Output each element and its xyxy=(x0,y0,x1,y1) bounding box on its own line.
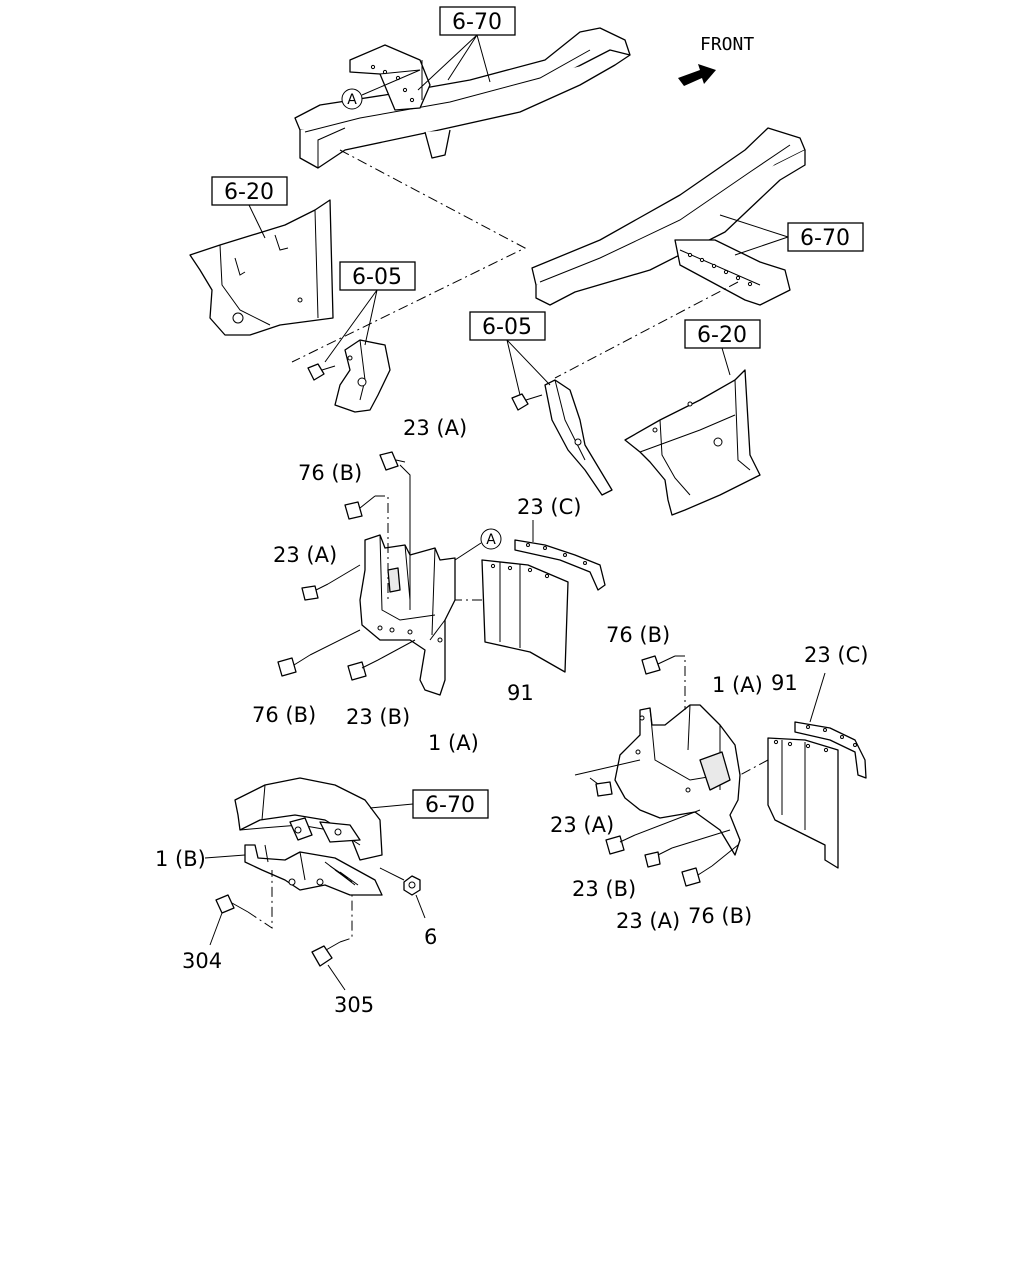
pin-23a-left xyxy=(301,583,329,601)
label-23a-bottom[interactable]: 23 (A) xyxy=(616,909,680,933)
ref-frame-right[interactable]: 6-70 xyxy=(787,222,864,252)
label-23b-right[interactable]: 23 (B) xyxy=(572,877,636,901)
arrow-right-icon xyxy=(678,64,716,86)
frame-rail-left xyxy=(294,27,631,169)
callout-a-top: A xyxy=(341,69,421,110)
ref-frame-top[interactable]: 6-70 xyxy=(439,6,516,36)
ref-frame-top-text: 6-70 xyxy=(452,10,502,35)
bolt-23a-top xyxy=(379,451,406,471)
ref-bracket-left[interactable]: 6-05 xyxy=(339,261,416,291)
label-1a-left[interactable]: 1 (A) xyxy=(428,731,479,755)
ref-bracket-right[interactable]: 6-05 xyxy=(469,311,546,341)
strip-23c-right xyxy=(794,721,867,779)
ref-fender-left-text: 6-20 xyxy=(224,180,274,205)
part-labels: 23 (A) 76 (B) 23 (A) 23 (C) 76 (B) 23 (B… xyxy=(155,416,868,1017)
label-23a-top[interactable]: 23 (A) xyxy=(403,416,467,440)
pin-23b-low xyxy=(347,659,379,681)
bolt-bracket-left xyxy=(307,363,336,381)
pin-23a-right xyxy=(589,777,613,797)
ref-fender-left[interactable]: 6-20 xyxy=(211,176,288,206)
ref-fender-right-text: 6-20 xyxy=(697,323,747,348)
bolt-76b-low xyxy=(277,654,311,677)
bracket-1b xyxy=(244,844,383,896)
label-76b-bottom[interactable]: 76 (B) xyxy=(688,904,752,928)
label-305[interactable]: 305 xyxy=(334,993,374,1017)
nut-6 xyxy=(403,875,421,896)
callout-a-mid-text: A xyxy=(486,532,496,548)
pin-23a-bottom xyxy=(644,847,673,868)
frame-rail-right xyxy=(531,127,806,306)
callout-a-top-text: A xyxy=(347,92,357,108)
mud-flap-left xyxy=(481,559,569,673)
fender-right xyxy=(624,369,761,516)
mudguard-bracket-left xyxy=(359,534,456,696)
label-23c-right[interactable]: 23 (C) xyxy=(804,643,868,667)
label-23c-mid[interactable]: 23 (C) xyxy=(517,495,581,519)
label-76b-right[interactable]: 76 (B) xyxy=(606,623,670,647)
bolt-76b-bottom xyxy=(681,865,713,887)
bolt-305 xyxy=(311,941,341,967)
wheel-house xyxy=(234,777,383,861)
pin-23b-right xyxy=(605,834,636,855)
strip-23c-mid xyxy=(514,539,606,591)
bracket-right xyxy=(544,379,613,496)
label-304[interactable]: 304 xyxy=(182,949,222,973)
label-91-left[interactable]: 91 xyxy=(507,681,534,705)
bolt-76b-left xyxy=(344,495,376,520)
callout-a-mid: A xyxy=(454,528,502,561)
label-91-right[interactable]: 91 xyxy=(771,671,798,695)
bolt-bracket-right xyxy=(511,393,543,411)
label-23a-right[interactable]: 23 (A) xyxy=(550,813,614,837)
front-label: FRONT xyxy=(700,34,754,55)
front-indicator: FRONT xyxy=(678,34,754,86)
label-23a-left[interactable]: 23 (A) xyxy=(273,543,337,567)
ref-frame-right-text: 6-70 xyxy=(800,226,850,251)
label-76b-low[interactable]: 76 (B) xyxy=(252,703,316,727)
ref-wheel-house[interactable]: 6-70 xyxy=(412,789,489,819)
label-1a-right[interactable]: 1 (A) xyxy=(712,673,763,697)
bolt-76b-right xyxy=(641,655,676,675)
mud-flap-right xyxy=(767,737,839,869)
label-6[interactable]: 6 xyxy=(424,925,437,949)
label-1b[interactable]: 1 (B) xyxy=(155,847,206,871)
ref-bracket-right-text: 6-05 xyxy=(482,315,532,340)
fender-left xyxy=(189,199,334,336)
bracket-left xyxy=(334,339,391,413)
ref-bracket-left-text: 6-05 xyxy=(352,265,402,290)
label-76b-left[interactable]: 76 (B) xyxy=(298,461,362,485)
ref-wheel-house-text: 6-70 xyxy=(425,793,475,818)
bolt-304 xyxy=(215,894,249,914)
ref-fender-right[interactable]: 6-20 xyxy=(684,319,761,349)
label-23b-low[interactable]: 23 (B) xyxy=(346,705,410,729)
mudguard-bracket-right xyxy=(614,704,741,856)
